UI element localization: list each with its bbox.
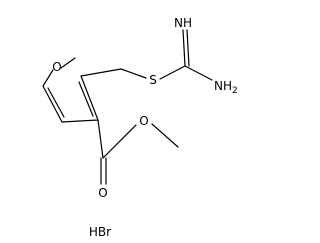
- ether-oxygen-label: O: [139, 114, 148, 128]
- bond-c4-c3: [61, 119, 99, 123]
- amine-label: NH2: [214, 79, 238, 96]
- ester-group: [97, 119, 179, 185]
- bond-c-nh-double: [182, 29, 186, 67]
- bond-c-nh-double-2: [186, 29, 190, 67]
- bond-c2-ch2: [80, 68, 122, 77]
- imine-label: NH: [174, 16, 192, 30]
- bond-c3-carbonyl: [97, 119, 104, 159]
- amine-label-subscript: 2: [232, 86, 238, 96]
- bond-ether-o-methyl: [151, 123, 179, 148]
- furan-ring: [42, 57, 99, 123]
- bond-ch2-s: [120, 68, 147, 79]
- bond-o1-c2: [60, 57, 76, 69]
- carbonyl-oxygen-label: O: [98, 186, 107, 200]
- bond-c5-c4: [42, 85, 63, 123]
- sulfur-label: S: [149, 73, 157, 87]
- bond-c3-c2-double: [78, 81, 94, 117]
- bond-c-nh2: [184, 65, 213, 81]
- bond-s-c: [159, 65, 186, 80]
- bond-c5-c4-double: [47, 87, 65, 118]
- salt-label: HBr: [89, 225, 111, 239]
- bond-o1-c5: [42, 69, 54, 87]
- bond-carbonyl-ether-o: [102, 124, 137, 159]
- chemical-structure: O S NH NH2 O O HBr: [42, 16, 238, 239]
- ring-oxygen-label: O: [52, 60, 61, 74]
- bond-c3-c2: [80, 75, 99, 121]
- amine-label-main: NH: [214, 79, 232, 93]
- amidinothio-chain: [80, 29, 213, 81]
